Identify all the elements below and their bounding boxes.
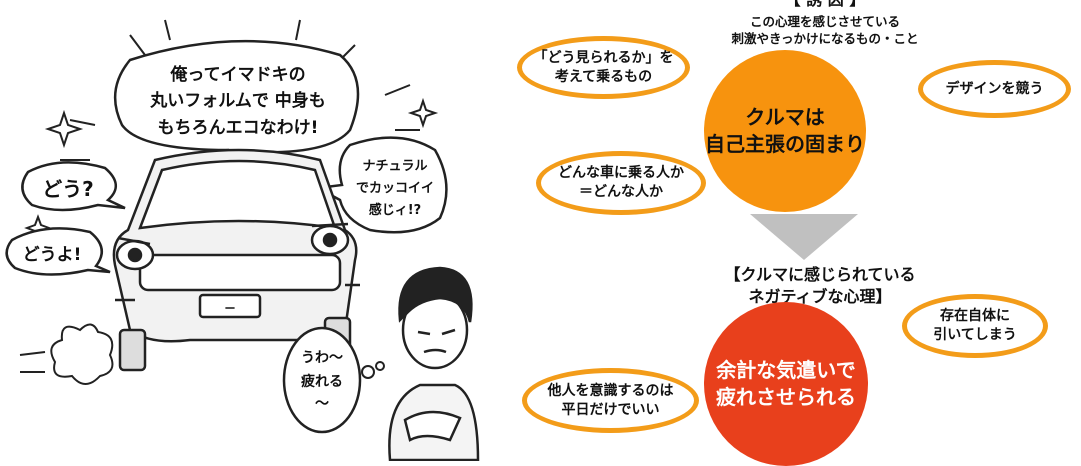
top-circle: クルマは 自己主張の固まり (704, 50, 866, 212)
left-tire (118, 328, 147, 372)
thought-line-2: 疲れる (301, 373, 343, 390)
bottom-circle-text: 余計な気遣いで 疲れさせられる (716, 358, 856, 409)
thought-bubble (282, 326, 385, 434)
license-plate-text: ー (225, 302, 236, 315)
dou-speech-bubble (21, 161, 126, 212)
oval-how-seen-text: 「どう見られるか」を 考えて乗るもの (533, 49, 674, 85)
speech-douyo: どうよ! (23, 245, 82, 265)
down-arrow-icon (750, 214, 858, 260)
oval-what-car-what-person: どんな車に乗る人か ＝どんな人か (536, 151, 706, 215)
douyo-speech-bubble (5, 227, 111, 276)
license-plate (198, 293, 262, 319)
oval-put-off-text: 存在自体に 引いてしまう (933, 308, 1017, 343)
tired-person-drawing (388, 266, 480, 461)
speech-main-line-2: 丸いフォルムで 中身も (149, 90, 326, 111)
inducement-label: 【 誘 因 】 (710, 0, 940, 9)
exhaust-cloud (19, 323, 114, 385)
car-drawing (112, 148, 360, 372)
oval-design-compete: デザインを競う (918, 60, 1071, 118)
top-circle-text: クルマは 自己主張の固まり (705, 105, 865, 156)
oval-weekdays-only: 他人を意識するのは 平日だけでいい (522, 368, 699, 433)
speech-main-line-1: 俺ってイマドキの (169, 64, 305, 85)
natural-speech-bubble (313, 136, 448, 234)
speech-dou: どう? (42, 177, 94, 201)
bottom-circle: 余計な気遣いで 疲れさせられる (704, 302, 868, 466)
speech-natural-line-3: 感じィ!? (369, 202, 421, 218)
speech-natural-line-1: ナチュラル (362, 159, 427, 174)
thought-line-1: うわ～ (301, 350, 343, 366)
main-speech-bubble (113, 39, 360, 175)
inducement-sublabel: この心理を感じさせている 刺激やきっかけになるもの・こと (731, 14, 919, 46)
oval-design-compete-text: デザインを競う (945, 80, 1044, 97)
speech-natural-line-2: でカッコイイ (356, 181, 434, 196)
car-cartoon-illustration: 俺ってイマドキの 丸いフォルムで 中身も もちろんエコなわけ! どう? どうよ!… (5, 19, 480, 461)
oval-put-off-by-existence: 存在自体に 引いてしまう (902, 294, 1048, 358)
speech-main-line-3: もちろんエコなわけ! (158, 118, 319, 138)
thought-line-3: ～ (315, 396, 329, 412)
oval-what-car-text: どんな車に乗る人か ＝どんな人か (558, 165, 684, 200)
negative-heading: 【クルマに感じられている ネガティブな心理】 (724, 265, 916, 306)
oval-how-seen: 「どう見られるか」を 考えて乗るもの (517, 36, 690, 99)
oval-weekdays-text: 他人を意識するのは 平日だけでいい (547, 382, 674, 418)
